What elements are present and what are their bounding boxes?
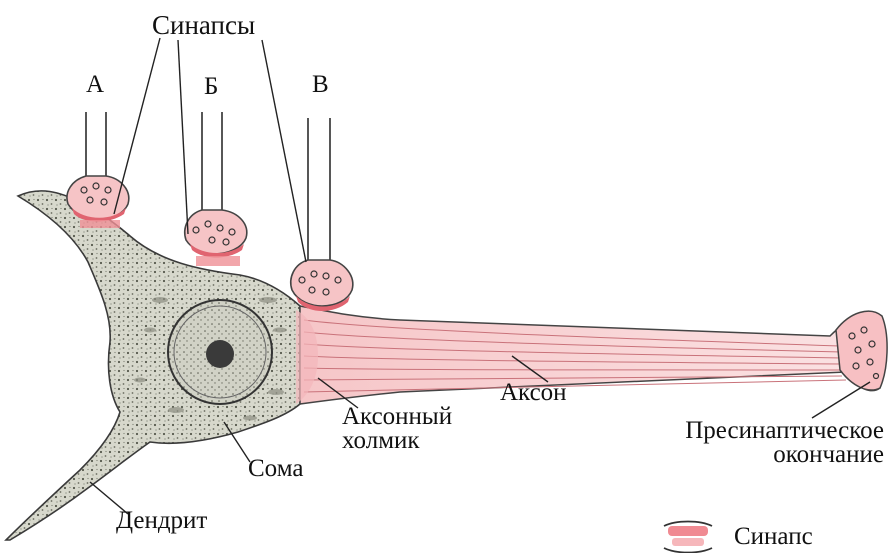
synapse-b [185, 112, 247, 266]
legend-synapse-label: Синапс [734, 524, 813, 549]
label-dendrite: Дендрит [116, 508, 207, 533]
label-presynaptic-1: Пресинаптическое [685, 418, 884, 443]
label-axon-hillock-2: холмик [342, 428, 420, 453]
label-synapse-b: Б [204, 74, 218, 99]
label-axon: Аксон [500, 380, 567, 405]
legend-synapse-icon [664, 522, 712, 553]
label-presynaptic-2: окончание [773, 442, 884, 467]
label-synapse-a: А [86, 72, 104, 97]
nucleolus [206, 340, 234, 368]
label-synapses: Синапсы [152, 12, 255, 39]
label-axon-hillock-1: Аксонный [342, 404, 452, 429]
label-synapse-v: В [312, 72, 329, 97]
synapse-a [67, 112, 129, 228]
presynaptic-terminal [836, 311, 887, 390]
axon-shape [300, 306, 885, 404]
synapse-v [291, 118, 353, 311]
label-soma: Сома [248, 456, 303, 481]
